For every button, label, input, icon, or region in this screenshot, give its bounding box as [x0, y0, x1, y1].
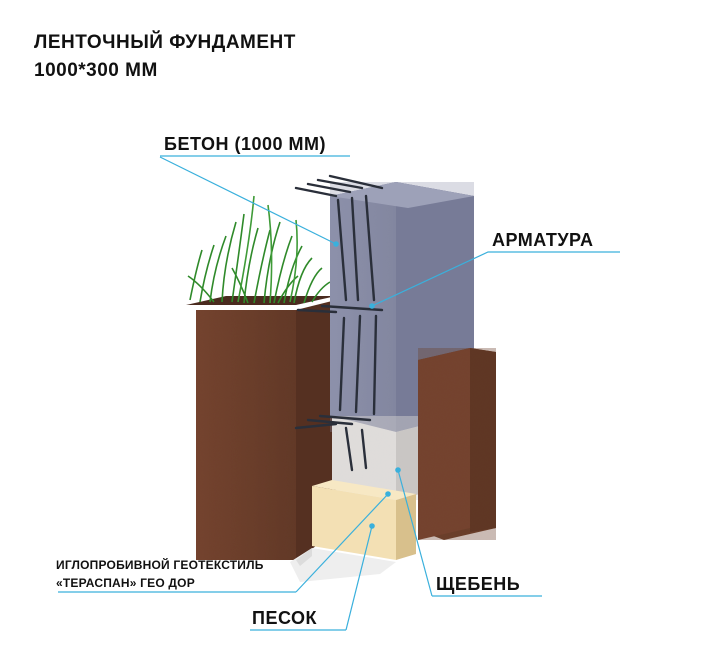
label-geotextile-line1: ИГЛОПРОБИВНОЙ ГЕОТЕКСТИЛЬ: [56, 558, 264, 572]
label-gravel: ЩЕБЕНЬ: [436, 574, 521, 594]
leader-rebar: [371, 251, 620, 307]
geotextile-sheet: [290, 548, 396, 582]
diagram-title-line2: 1000*300 ММ: [34, 60, 158, 81]
soil-block-left: [186, 296, 336, 560]
label-sand: ПЕСОК: [252, 608, 317, 628]
rebar-cage: [294, 174, 384, 472]
leader-sand: [345, 525, 373, 631]
leader-geotextile: [295, 493, 389, 593]
leader-dots: [333, 241, 401, 529]
leader-gravel: [397, 469, 433, 597]
label-geotextile-line2: «ТЕРАСПАН» ГЕО ДОР: [56, 576, 195, 590]
grass-tuft: [187, 195, 331, 304]
label-rebar: АРМАТУРА: [492, 230, 594, 250]
diagram-title-line1: ЛЕНТОЧНЫЙ ФУНДАМЕНТ: [34, 32, 296, 53]
leader-concrete-diag: [159, 156, 337, 245]
label-concrete: БЕТОН (1000 ММ): [164, 134, 327, 154]
leader-lines: [58, 155, 620, 631]
sand-layer: [312, 480, 416, 560]
soil-block-right: [418, 348, 496, 540]
